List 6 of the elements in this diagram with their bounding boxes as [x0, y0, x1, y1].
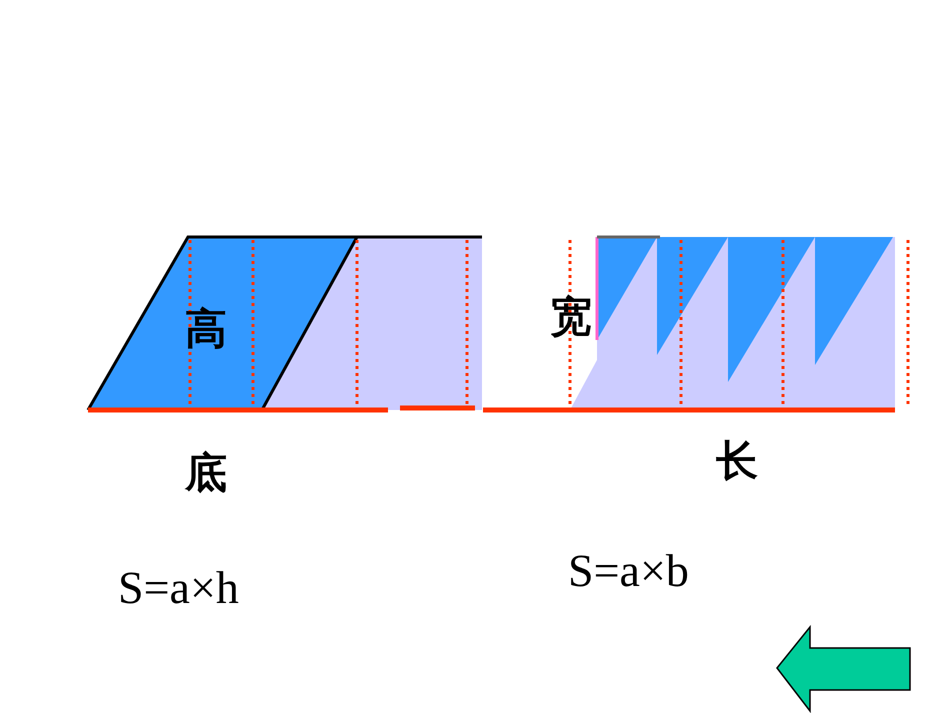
width-label: 宽	[550, 296, 592, 338]
area-formula: S=a×b	[568, 548, 689, 594]
area-formula: S=a×h	[118, 565, 239, 611]
base-label: 底	[185, 452, 227, 494]
height-label: 高	[185, 308, 227, 350]
length-label: 长	[716, 440, 758, 482]
